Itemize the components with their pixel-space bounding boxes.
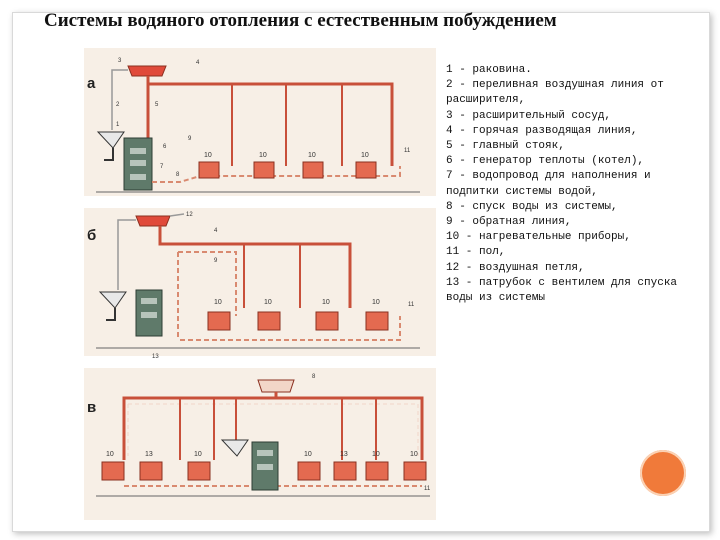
callout-a-3: 3: [118, 58, 122, 64]
radiator-a-3: [302, 161, 324, 179]
callout-a-11: 11: [404, 148, 411, 154]
legend-line: 11 - пол,: [446, 246, 506, 259]
legend-line: 1 - раковина.: [446, 64, 532, 76]
radiator-c-6-label: 10: [372, 451, 380, 458]
legend-line: 5 - главный стояк,: [446, 140, 565, 153]
radiator-c-2: [139, 461, 163, 481]
sink-trap-b: [106, 308, 116, 321]
callout-b-4: 4: [214, 228, 218, 234]
radiator-a-1-label: 10: [204, 152, 212, 159]
legend: 1 - раковина. 2 - переливная воздушная л…: [446, 63, 696, 306]
radiator-c-7: [403, 461, 427, 481]
radiator-c-4-label: 10: [304, 451, 312, 458]
radiator-b-1-label: 10: [214, 299, 222, 306]
return-line-b: [177, 251, 401, 341]
radiator-a-2: [253, 161, 275, 179]
legend-line: 7 - водопровод для наполнения и: [446, 170, 651, 183]
overflow-line-a: [111, 69, 128, 130]
radiator-b-4: [365, 311, 389, 331]
overflow-line-b: [117, 219, 136, 290]
legend-line: воды из системы: [446, 292, 546, 305]
drops-a: [231, 84, 343, 166]
radiator-b-4-label: 10: [372, 299, 380, 306]
expansion-vessel-b: [135, 215, 171, 227]
legend-line: 4 - горячая разводящая линия,: [446, 124, 638, 137]
legend-line: 9 - обратная линия,: [446, 216, 572, 229]
radiator-b-3-label: 10: [322, 299, 330, 306]
diagram-c-letter: в: [87, 399, 96, 416]
callout-c-8: 8: [312, 374, 316, 380]
callout-b-11: 11: [408, 302, 415, 308]
callout-a-6: 6: [163, 144, 167, 150]
return-overlay-c: [127, 403, 419, 456]
expansion-vessel-a: [127, 65, 167, 77]
radiator-c-5: [333, 461, 357, 481]
legend-line: расширителя,: [446, 94, 526, 107]
radiator-a-4: [355, 161, 377, 179]
air-loop-b: [169, 213, 185, 217]
callout-a-2: 2: [116, 102, 120, 108]
radiator-b-2-label: 10: [264, 299, 272, 306]
callout-a-1: 1: [116, 122, 120, 128]
radiator-c-1-label: 10: [106, 451, 114, 458]
callout-b-13: 13: [152, 354, 159, 360]
callout-a-7: 7: [160, 164, 164, 170]
radiator-b-2: [257, 311, 281, 331]
hot-supply-line-c: [122, 392, 424, 460]
hot-supply-line-b: [158, 226, 352, 308]
callout-a-5: 5: [155, 102, 159, 108]
drops-b: [243, 244, 301, 308]
radiator-c-1: [101, 461, 125, 481]
decorative-circle: [640, 450, 686, 496]
radiator-c-2-label: 13: [145, 451, 153, 458]
legend-line: 2 - переливная воздушная линия от: [446, 79, 664, 92]
sink-trap-a: [104, 148, 114, 161]
radiator-a-4-label: 10: [361, 152, 369, 159]
radiator-b-1: [207, 311, 231, 331]
legend-line: 13 - патрубок с вентилем для спуска: [446, 276, 678, 289]
diagram-b-letter: б: [87, 227, 96, 244]
radiator-a-2-label: 10: [259, 152, 267, 159]
sink-b: [98, 291, 127, 309]
callout-c-11: 11: [424, 486, 431, 492]
radiator-c-3: [187, 461, 211, 481]
radiator-c-7-label: 10: [410, 451, 418, 458]
radiator-c-3-label: 10: [194, 451, 202, 458]
callout-b-9: 9: [214, 258, 218, 264]
expansion-vessel-c: [257, 379, 295, 393]
callout-a-9: 9: [188, 136, 192, 142]
legend-line: 10 - нагревательные приборы,: [446, 231, 631, 244]
boiler-a: [123, 137, 153, 191]
slide-title: Системы водяного отопления с естественны…: [44, 10, 557, 31]
sink-c: [220, 439, 249, 457]
legend-line: 3 - расширительный сосуд,: [446, 109, 612, 122]
callout-b-12: 12: [186, 212, 193, 218]
callout-a-4: 4: [196, 60, 200, 66]
drops-c: [179, 398, 377, 460]
radiator-b-3: [315, 311, 339, 331]
radiator-c-6: [365, 461, 389, 481]
diagram-a-letter: а: [87, 75, 96, 92]
radiator-c-4: [297, 461, 321, 481]
hot-supply-line-a: [146, 76, 394, 166]
radiator-c-5-label: 13: [340, 451, 348, 458]
sink-a: [96, 131, 125, 149]
legend-line: 12 - воздушная петля,: [446, 261, 585, 274]
legend-line: 8 - спуск воды из системы,: [446, 200, 618, 213]
radiator-a-1: [198, 161, 220, 179]
legend-line: подпитки системы водой,: [446, 185, 598, 198]
legend-line: 6 - генератор теплоты (котел),: [446, 155, 645, 168]
callout-a-8: 8: [176, 172, 180, 178]
radiator-a-3-label: 10: [308, 152, 316, 159]
